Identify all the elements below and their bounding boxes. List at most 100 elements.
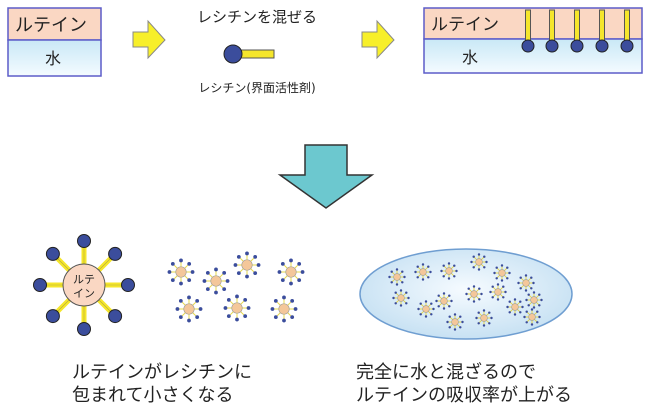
particle-head: [214, 290, 218, 295]
particle-head: [525, 298, 528, 302]
particle-head: [467, 298, 470, 301]
particle-head: [195, 315, 200, 320]
particle-head: [394, 302, 397, 305]
particle-head: [175, 307, 180, 311]
particle-head: [532, 306, 536, 309]
particle-head: [477, 268, 481, 271]
particle-head: [416, 276, 419, 279]
particle-head: [530, 323, 534, 326]
particle-head: [205, 287, 210, 292]
particle-head: [435, 299, 438, 303]
particle-head: [235, 317, 239, 322]
particle-head: [414, 270, 417, 274]
particle-core: [530, 296, 538, 304]
lecithin-head: [33, 278, 47, 292]
lecithin-caption: レシチン(界面活性剤): [198, 80, 315, 95]
particle-head: [187, 318, 191, 323]
particle-head: [496, 283, 500, 286]
particle-head: [482, 324, 486, 327]
particle-head: [442, 292, 446, 295]
particle-head: [293, 307, 298, 311]
particle-head: [198, 307, 203, 311]
particle-core: [419, 268, 427, 276]
particle-head: [187, 295, 191, 300]
particle-head: [536, 310, 539, 313]
particle-head: [399, 289, 403, 292]
particle-head: [280, 261, 285, 266]
step2-container: ルテイン 水: [423, 7, 643, 74]
particle-head: [472, 266, 475, 269]
particle-head: [179, 258, 183, 263]
particle-head: [478, 298, 481, 301]
particle-head: [488, 322, 491, 325]
particle-head: [519, 300, 522, 303]
particle-head: [235, 294, 239, 299]
particle-core: [470, 290, 478, 298]
particle-head: [392, 296, 395, 300]
particle-head: [401, 270, 404, 273]
left-caption-line2: 包まれて小さくなる: [72, 385, 233, 406]
left-caption-line1: ルテインがレシチンに: [72, 362, 252, 383]
particle-head: [390, 270, 393, 273]
step1-water-label: 水: [45, 49, 61, 68]
particle-head: [532, 281, 535, 285]
particle-head: [417, 307, 420, 311]
particle-head: [493, 271, 496, 275]
particle-head: [226, 314, 231, 319]
particle-head: [496, 298, 500, 301]
particle-head: [282, 318, 286, 323]
particle-head: [170, 278, 175, 283]
particle-head: [405, 302, 408, 305]
particle-head: [187, 261, 192, 266]
particle-head: [519, 276, 522, 279]
particle-head: [513, 313, 517, 316]
particle-head: [395, 283, 399, 286]
interface-lecithin-row: [521, 9, 634, 53]
small-particles-group: [167, 251, 305, 323]
particle-head: [437, 294, 440, 297]
lecithin-head: [570, 39, 584, 53]
step2-lutein-label: ルテイン: [431, 15, 499, 35]
particle-head: [395, 268, 399, 271]
particle-head: [253, 254, 258, 259]
particle-head: [167, 270, 172, 274]
particle-head: [390, 281, 393, 284]
particle-head: [407, 296, 410, 300]
particle-head: [508, 271, 511, 275]
particle-head: [485, 260, 488, 264]
particle-head: [419, 313, 422, 316]
particle-head: [506, 305, 509, 309]
particle-head: [178, 315, 183, 320]
particle-head: [525, 310, 528, 313]
lecithin-head: [223, 44, 243, 64]
particle-head: [178, 298, 183, 303]
lecithin-head: [521, 39, 535, 53]
particle-head: [506, 277, 509, 280]
particle-head: [482, 309, 486, 312]
arrow-right-icon: [361, 19, 395, 60]
droplet-particles-group: [388, 253, 543, 331]
particle-head: [236, 271, 241, 276]
particle-head: [500, 279, 504, 282]
particle-head: [437, 305, 440, 308]
particle-head: [448, 315, 451, 318]
lecithin-tail: [574, 9, 580, 44]
particle-head: [222, 270, 227, 275]
particle-head: [290, 298, 295, 303]
particle-head: [277, 270, 282, 274]
particle-head: [495, 277, 498, 280]
particle-core: [445, 267, 453, 275]
particle-head: [491, 296, 494, 299]
particle-head: [430, 313, 433, 316]
particle-head: [195, 298, 200, 303]
particle-head: [448, 305, 451, 308]
particle-head: [446, 320, 449, 324]
particle-head: [447, 262, 451, 265]
particle-core: [231, 302, 243, 314]
particle-head: [530, 308, 534, 311]
particle-head: [429, 270, 432, 274]
particle-head: [530, 287, 533, 290]
micelle-core: [62, 263, 106, 307]
particle-core: [393, 273, 401, 281]
particle-core: [183, 303, 195, 315]
